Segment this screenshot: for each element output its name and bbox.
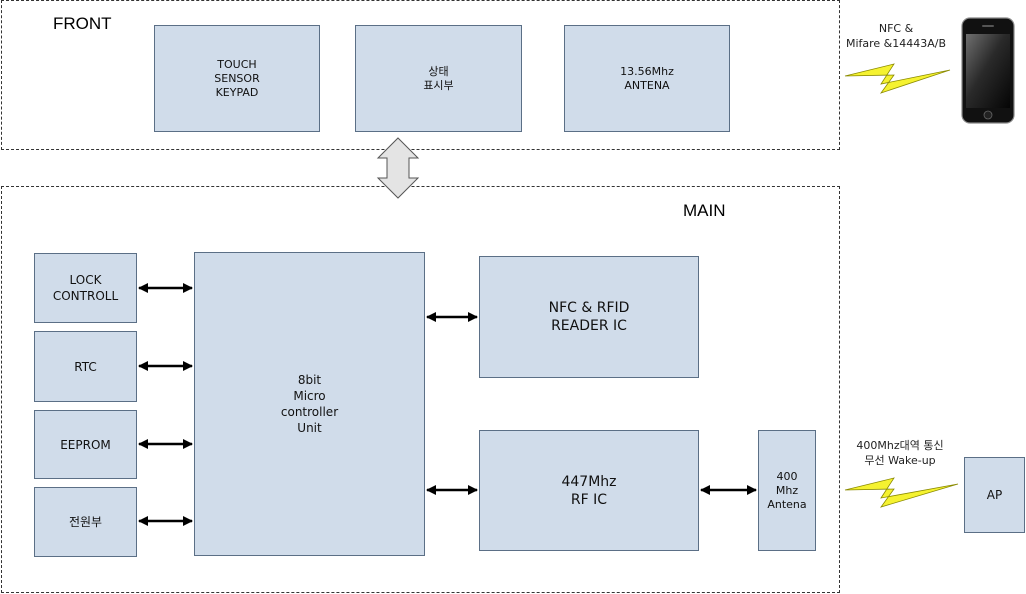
- nfc-rfid-reader-block: NFC & RFID READER IC: [479, 256, 699, 378]
- main-title: MAIN: [683, 201, 726, 220]
- rf-ic-block: 447Mhz RF IC: [479, 430, 699, 551]
- 400mhz-antenna-block: 400 Mhz Antena: [758, 430, 816, 551]
- rf-wireless-bolt: [844, 477, 959, 508]
- mcu-block: 8bit Micro controller Unit: [194, 252, 425, 556]
- power-block: 전원부: [34, 487, 137, 557]
- front-group: [1, 0, 840, 150]
- front-main-connector-arrow: [376, 137, 420, 199]
- eeprom-block: EEPROM: [34, 410, 137, 479]
- front-title: FRONT: [53, 14, 112, 33]
- main-group: [1, 186, 840, 593]
- touch-sensor-keypad-block: TOUCH SENSOR KEYPAD: [154, 25, 320, 132]
- lock-control-block: LOCK CONTROLL: [34, 253, 137, 323]
- rtc-block: RTC: [34, 331, 137, 402]
- nfc-wireless-bolt: [844, 63, 951, 94]
- ap-block: AP: [964, 457, 1025, 533]
- smartphone-icon: [961, 17, 1015, 124]
- ap-link-label: 400Mhz대역 통신 무선 Wake-up: [856, 439, 944, 467]
- nfc-antenna-block: 13.56Mhz ANTENA: [564, 25, 730, 132]
- phone-link-label: NFC & Mifare &14443A/B: [845, 22, 947, 50]
- status-display-block: 상태 표시부: [355, 25, 522, 132]
